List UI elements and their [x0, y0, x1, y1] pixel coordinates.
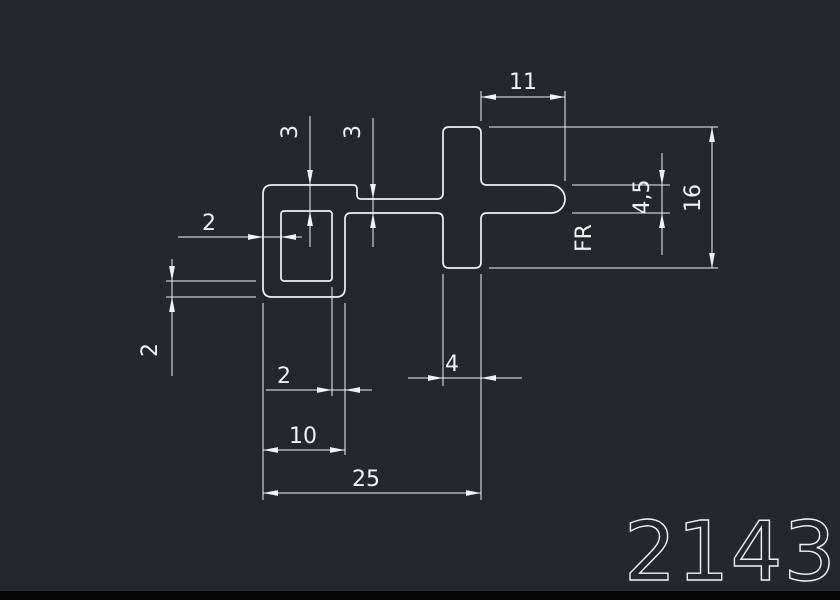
full-radius-label: FR — [572, 224, 597, 252]
dim-arm-thickness: 4,5 — [630, 153, 665, 255]
profile — [262, 126, 566, 298]
dim-total-height-label: 16 — [681, 184, 706, 212]
dim-top-width: 11 — [481, 70, 565, 100]
dim-top-wall-label: 3 — [278, 125, 303, 139]
profile-inner-hole — [280, 210, 333, 282]
dim-top-width-label: 11 — [509, 70, 537, 95]
dim-top-wall: 3 — [278, 116, 313, 247]
note-full-radius: FR — [572, 224, 597, 252]
dim-total-height: 16 — [681, 127, 715, 268]
extension-lines — [166, 91, 718, 500]
dim-inner-right-wall: 2 — [266, 364, 372, 393]
dim-total-width: 25 — [263, 467, 481, 496]
dim-web-label: 3 — [341, 125, 366, 139]
dim-bottom-wall-label: 2 — [138, 343, 163, 357]
part-number: 2143 — [624, 505, 837, 600]
dim-rib-width-label: 4 — [445, 352, 459, 377]
dim-total-width-label: 25 — [352, 467, 380, 492]
dim-inner-right-wall-label: 2 — [277, 364, 291, 389]
dim-arm-thickness-label: 4,5 — [630, 180, 655, 215]
dim-box-width-label: 10 — [289, 424, 317, 449]
dim-rib-width: 4 — [408, 352, 522, 381]
dim-box-width: 10 — [263, 424, 345, 453]
dim-left-wall: 2 — [178, 211, 302, 240]
dim-left-wall-label: 2 — [202, 211, 216, 236]
screen-bottom-edge — [0, 591, 840, 600]
profile-outline — [262, 126, 566, 298]
dim-bottom-wall: 2 — [138, 259, 175, 376]
dim-web: 3 — [341, 118, 376, 247]
